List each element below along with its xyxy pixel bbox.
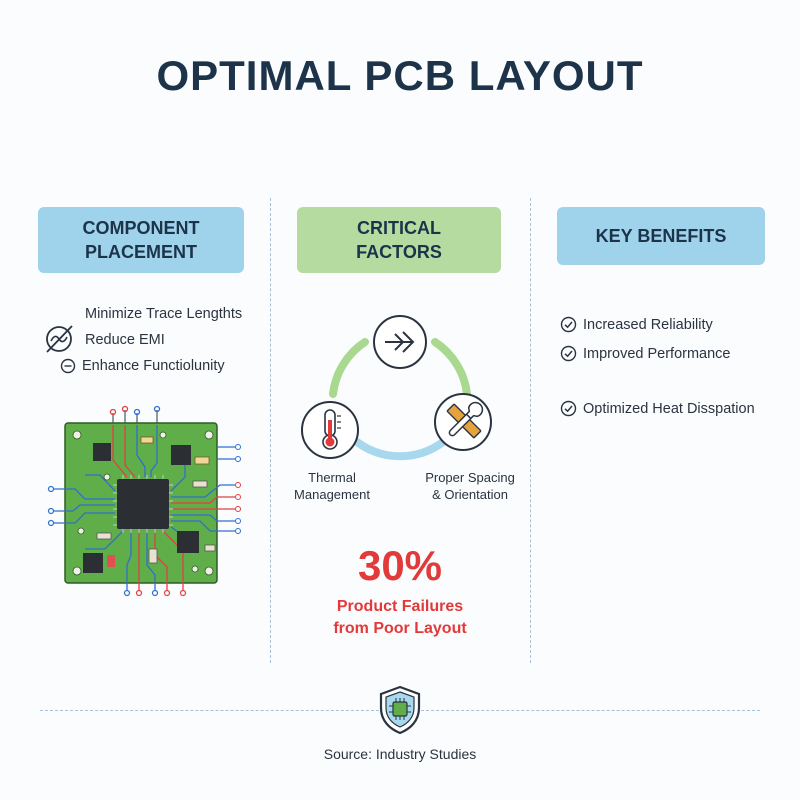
cycle-arc-right (431, 338, 471, 398)
wrench-ruler-icon (434, 393, 492, 451)
cycle-arc-bottom (353, 438, 447, 461)
source-citation: Source: Industry Studies (323, 746, 477, 762)
placement-item: Enhance Functiolunity (82, 358, 225, 374)
check-circle-icon (560, 400, 577, 417)
benefit-item: Improved Performance (560, 345, 730, 362)
benefit-item: Increased Reliability (560, 316, 713, 333)
critical-factors-header: CRITICAL FACTORS (297, 207, 501, 273)
no-interference-icon (46, 325, 73, 353)
failure-stat-line1: Product Failures (336, 598, 464, 615)
component-placement-header-line2: PLACEMENT (85, 242, 197, 262)
critical-factors-cycle (301, 315, 492, 461)
benefit-label: Increased Reliability (583, 316, 713, 333)
placement-item: Minimize Trace Lengthts (85, 306, 243, 322)
page-title: OPTIMAL PCB LAYOUT (156, 52, 644, 99)
spacing-label-line2: & Orientation (432, 487, 508, 502)
arrow-right-icon (373, 315, 427, 369)
component-placement-header: COMPONENT PLACEMENT (38, 207, 244, 273)
thermometer-icon (301, 401, 359, 459)
failure-stat-line2: from Poor Layout (333, 620, 467, 637)
check-circle-icon (560, 345, 577, 362)
benefit-item: Optimized Heat Disspation (560, 400, 755, 417)
shield-chip-icon (379, 685, 421, 735)
benefit-label: Optimized Heat Disspation (583, 400, 755, 417)
pcb-board-illustration (47, 405, 241, 597)
thermal-management-label: Thermal Management (282, 469, 382, 503)
key-benefits-header-label: KEY BENEFITS (595, 226, 727, 246)
failure-stat-caption: Product Failures from Poor Layout (290, 596, 510, 640)
critical-factors-header-line2: FACTORS (356, 242, 442, 262)
minus-circle-icon (60, 358, 76, 374)
placement-item-row: Enhance Functiolunity (60, 358, 225, 374)
thermal-label-line2: Management (294, 487, 370, 502)
failure-stat-value: 30% (357, 542, 443, 589)
placement-item: Reduce EMI (85, 332, 165, 348)
check-circle-icon (560, 316, 577, 333)
benefit-label: Improved Performance (583, 345, 731, 362)
component-placement-header-line1: COMPONENT (82, 218, 200, 238)
proper-spacing-label: Proper Spacing & Orientation (410, 469, 530, 503)
thermal-label-line1: Thermal (308, 470, 356, 485)
key-benefits-header: KEY BENEFITS (557, 207, 765, 265)
column-divider-right (530, 198, 531, 663)
column-divider-left (270, 198, 271, 663)
critical-factors-header-line1: CRITICAL (357, 218, 441, 238)
spacing-label-line1: Proper Spacing (425, 470, 515, 485)
cycle-arc-left (329, 338, 369, 398)
